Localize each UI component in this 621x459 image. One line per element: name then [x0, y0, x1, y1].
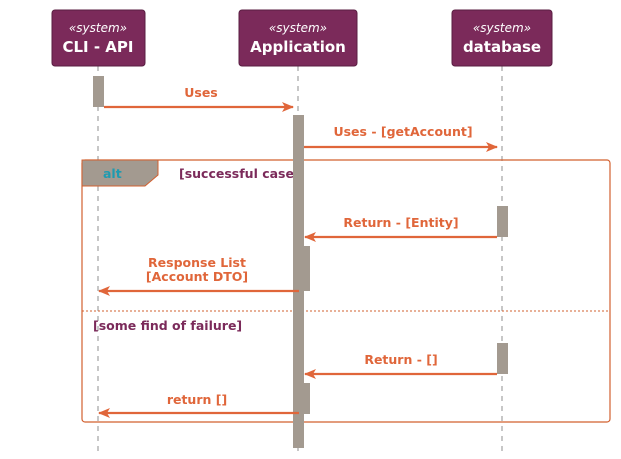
activation-application-response — [299, 246, 310, 291]
message-uses-getaccount: Uses - [getAccount] — [304, 124, 498, 152]
participant-name: Application — [250, 38, 346, 56]
message-label: return [] — [167, 392, 227, 407]
alt-guard-failure: [some find of failure] — [93, 318, 242, 333]
activation-database-entity — [497, 206, 508, 237]
message-label: Response List — [148, 255, 246, 270]
participant-stereotype: «system» — [269, 21, 327, 35]
participant-stereotype: «system» — [473, 21, 531, 35]
message-uses: Uses — [104, 85, 294, 112]
activation-cli-api — [93, 76, 104, 107]
alt-operator-label: alt — [103, 166, 122, 181]
alt-fragment: alt [successful case] [some find of fail… — [81, 159, 611, 423]
alt-operator-tab — [81, 159, 159, 187]
message-return-entity: Return - [Entity] — [304, 215, 497, 242]
activation-database-empty — [497, 343, 508, 374]
message-label: Return - [Entity] — [343, 215, 458, 230]
participant-application: «system» Application — [238, 9, 358, 67]
message-response-list: Response List [Account DTO] — [98, 255, 299, 296]
alt-guard-success: [successful case] — [179, 166, 300, 181]
alt-frame — [81, 159, 611, 423]
message-label-line2: [Account DTO] — [146, 269, 248, 284]
participant-stereotype: «system» — [69, 21, 127, 35]
participant-database: «system» database — [451, 9, 553, 67]
message-return-empty: Return - [] — [304, 352, 497, 379]
message-return-empty-list: return [] — [98, 392, 299, 418]
activation-application-main — [293, 115, 304, 448]
message-label: Return - [] — [364, 352, 437, 367]
message-label: Uses - [getAccount] — [333, 124, 472, 139]
message-label: Uses — [184, 85, 218, 100]
participant-name: database — [463, 38, 541, 56]
participant-cli-api: «system» CLI - API — [51, 9, 146, 67]
participant-name: CLI - API — [62, 38, 133, 56]
activation-application-return — [299, 383, 310, 414]
